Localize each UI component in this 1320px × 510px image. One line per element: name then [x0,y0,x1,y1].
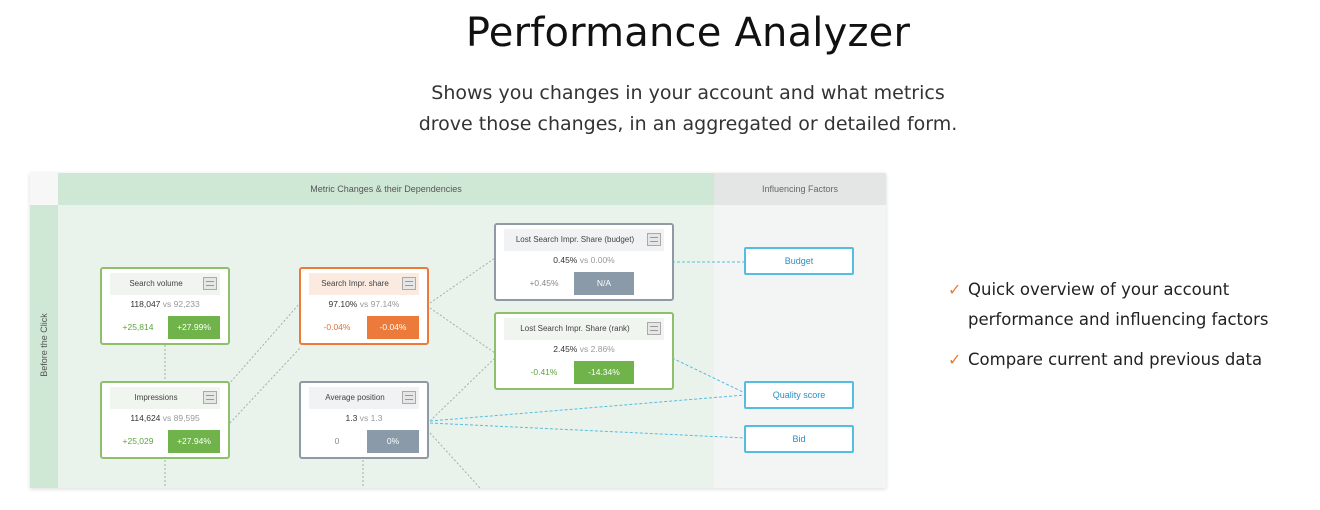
lost-impr-share-rank-card[interactable]: Lost Search Impr. Share (rank) 2.45% vs … [494,312,674,390]
percent-change-badge: -14.34% [574,361,634,384]
percent-change-badge: -0.04% [367,316,419,339]
absolute-change: 0 [334,436,340,446]
header-corner [30,173,58,205]
budget-factor[interactable]: Budget [744,247,854,275]
current-value: 118,047 [130,299,161,309]
absolute-change: -0.04% [323,322,351,332]
previous-value: 97.14% [370,299,400,309]
change-row: -0.41% -14.34% [504,361,664,384]
percent-change-badge: 0% [367,430,419,453]
current-value: 1.3 [345,413,358,423]
menu-icon[interactable] [647,233,661,246]
card-header: Lost Search Impr. Share (budget) [504,229,664,251]
card-header: Search Impr. share [309,273,419,295]
quality-score-factor[interactable]: Quality score [744,381,854,409]
previous-value: 1.3 [370,413,383,423]
change-row: -0.04% -0.04% [309,316,419,339]
absolute-change: +25,814 [122,322,154,332]
card-title: Lost Search Impr. Share (rank) [520,324,630,333]
card-values: 97.10% vs 97.14% [301,299,427,309]
card-header: Impressions [110,387,220,409]
absolute-change: +0.45% [529,278,559,288]
current-value: 97.10% [328,299,358,309]
previous-value: 89,595 [173,413,200,423]
impressions-card[interactable]: Impressions 114,624 vs 89,595 +25,029 +2… [100,381,230,459]
card-values: 1.3 vs 1.3 [301,413,427,423]
current-value: 114,624 [130,413,161,423]
search-volume-card[interactable]: Search volume 118,047 vs 92,233 +25,814 … [100,267,230,345]
vs-label: vs [579,344,589,354]
lost-impr-share-budget-card[interactable]: Lost Search Impr. Share (budget) 0.45% v… [494,223,674,301]
influencing-factors-header: Influencing Factors [714,173,886,205]
percent-change-badge: +27.94% [168,430,220,453]
feature-item: ✓ Compare current and previous data [946,345,1316,375]
page-subtitle: Shows you changes in your account and wh… [0,78,1320,140]
change-row: +0.45% N/A [504,272,664,295]
change-row: +25,029 +27.94% [110,430,220,453]
menu-icon[interactable] [203,277,217,290]
vs-label: vs [359,299,369,309]
previous-value: 92,233 [173,299,200,309]
performance-dashboard: Metric Changes & their Dependencies Infl… [30,173,886,488]
page-title: Performance Analyzer [465,10,911,56]
card-title: Impressions [134,393,178,402]
vs-label: vs [162,413,172,423]
card-header: Lost Search Impr. Share (rank) [504,318,664,340]
card-title: Search Impr. share [321,279,389,288]
previous-value: 2.86% [590,344,615,354]
percent-change-badge: +27.99% [168,316,220,339]
checkmark-icon: ✓ [948,350,962,369]
card-title: Lost Search Impr. Share (budget) [515,235,635,244]
menu-icon[interactable] [402,277,416,290]
previous-value: 0.00% [590,255,615,265]
menu-icon[interactable] [402,391,416,404]
vs-label: vs [579,255,589,265]
card-header: Search volume [110,273,220,295]
menu-icon[interactable] [647,322,661,335]
change-row: +25,814 +27.99% [110,316,220,339]
checkmark-icon: ✓ [948,280,962,299]
subtitle-line-1: Shows you changes in your account and wh… [431,82,945,104]
current-value: 2.45% [553,344,578,354]
connector-lines [164,257,746,488]
subtitle-line-2: drove those changes, in an aggregated or… [418,113,958,135]
bid-factor[interactable]: Bid [744,425,854,453]
card-values: 118,047 vs 92,233 [102,299,228,309]
feature-line: Quick overview of your account [968,280,1230,299]
card-title: Average position [325,393,385,402]
menu-icon[interactable] [203,391,217,404]
feature-line: performance and influencing factors [968,310,1269,329]
search-impr-share-card[interactable]: Search Impr. share 97.10% vs 97.14% -0.0… [299,267,429,345]
metric-changes-header: Metric Changes & their Dependencies [58,173,714,205]
feature-line: Compare current and previous data [968,350,1263,369]
card-title: Search volume [129,279,183,288]
vs-label: vs [359,413,369,423]
absolute-change: -0.41% [530,367,558,377]
card-header: Average position [309,387,419,409]
side-band: Before the Click [30,205,58,488]
card-values: 114,624 vs 89,595 [102,413,228,423]
absolute-change: +25,029 [122,436,154,446]
average-position-card[interactable]: Average position 1.3 vs 1.3 0 0% [299,381,429,459]
feature-list: ✓ Quick overview of your account perform… [946,275,1316,385]
feature-item: ✓ Quick overview of your account perform… [946,275,1316,335]
card-values: 0.45% vs 0.00% [496,255,672,265]
card-values: 2.45% vs 2.86% [496,344,672,354]
vs-label: vs [162,299,172,309]
current-value: 0.45% [553,255,578,265]
percent-change-badge: N/A [574,272,634,295]
change-row: 0 0% [309,430,419,453]
